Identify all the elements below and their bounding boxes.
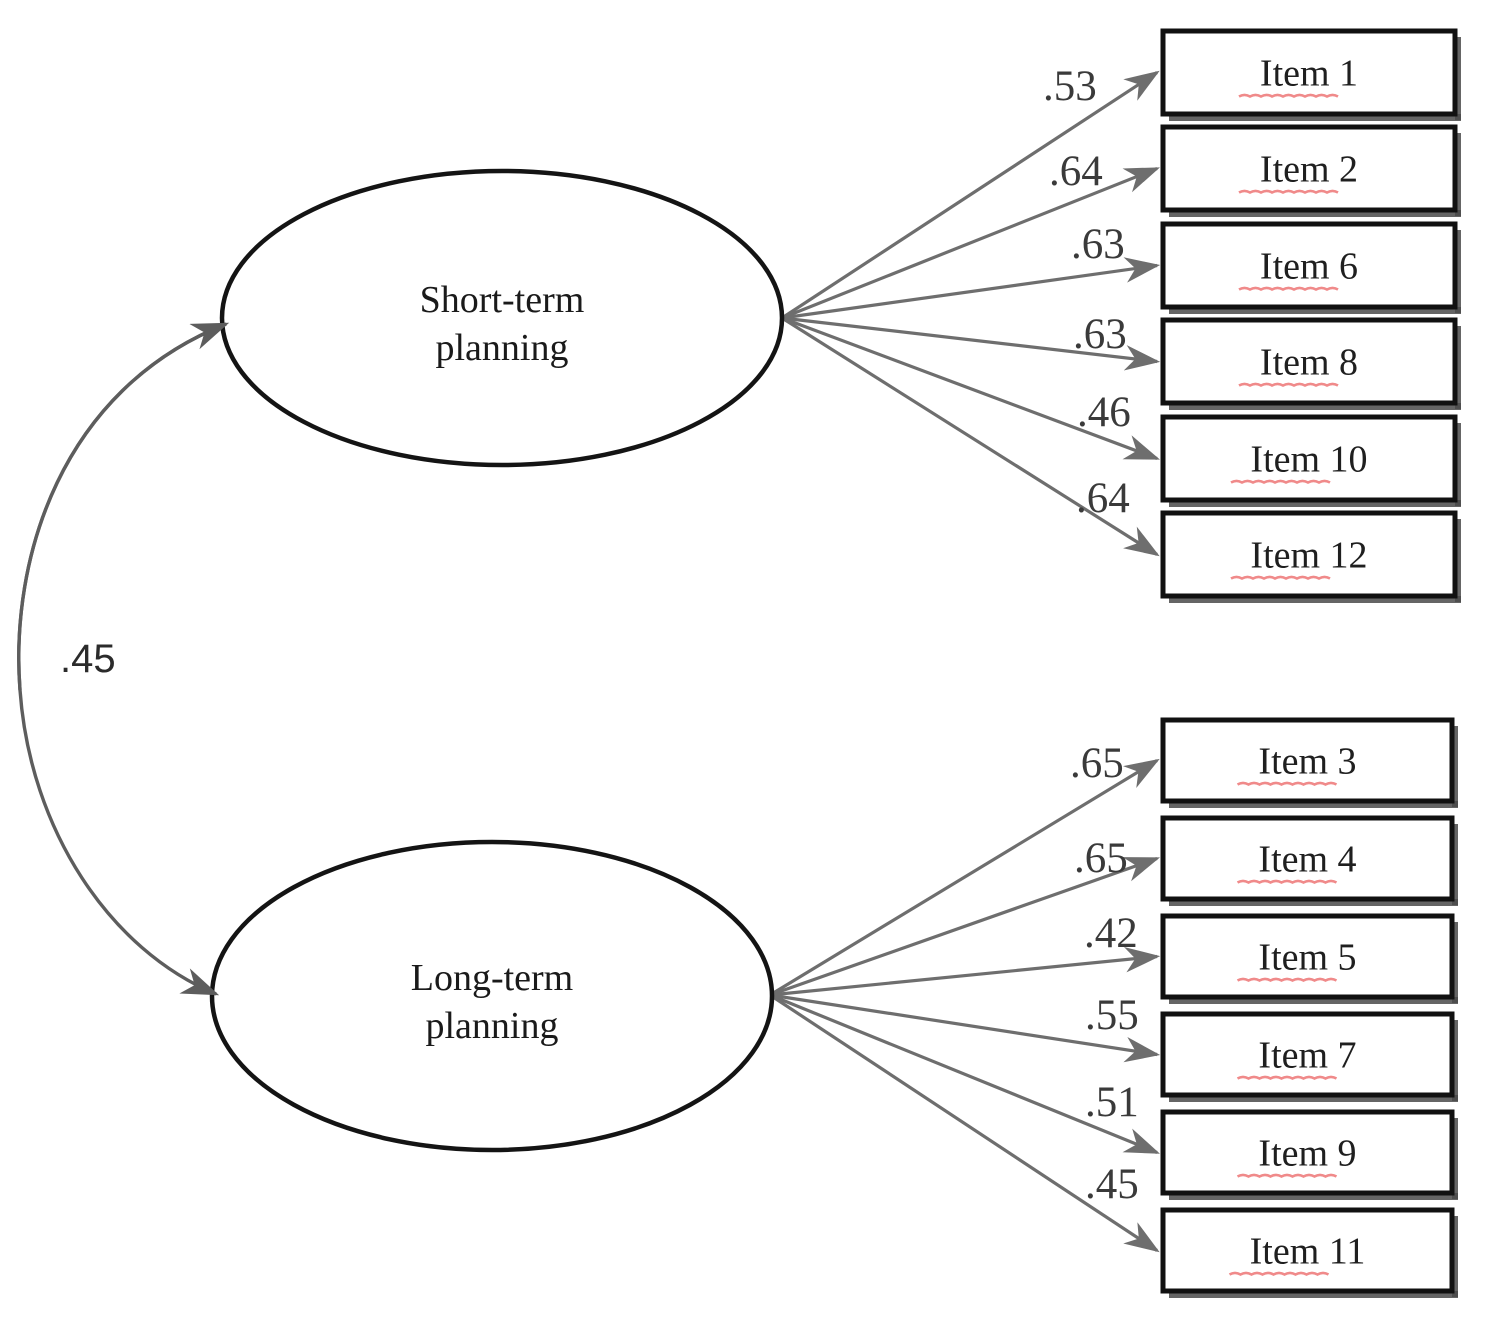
item-box-shadow <box>1169 307 1461 314</box>
factor-label-line1: Short-term <box>420 279 585 321</box>
indicator-box[interactable] <box>1160 510 1458 599</box>
item-box-shadow <box>1169 500 1461 507</box>
factor-label-line2: planning <box>426 1005 559 1047</box>
loading-arrow[interactable] <box>769 993 1160 1154</box>
indicator-label: Item 12 <box>1250 535 1367 577</box>
loading-arrow[interactable] <box>769 993 1161 1063</box>
indicator-label: Item 2 <box>1260 149 1358 191</box>
indicator-label: Item 3 <box>1258 741 1356 783</box>
spellcheck-squiggle <box>1238 382 1339 388</box>
spellcheck-squiggle <box>1228 1271 1330 1277</box>
loading-arrow[interactable] <box>781 316 1160 557</box>
item-box-shadow <box>1452 726 1458 807</box>
loading-value: .64 <box>1076 475 1130 522</box>
factor-correlation[interactable]: .45 <box>17 322 230 996</box>
correlation-arc-upper-half[interactable] <box>17 322 230 691</box>
loading-value: .55 <box>1085 992 1139 1039</box>
item-box-shadow <box>1452 824 1458 905</box>
indicator-label: Item 6 <box>1260 246 1358 288</box>
item-box-shadow <box>1169 596 1461 603</box>
correlation-value: .45 <box>60 637 116 681</box>
indicator-box[interactable] <box>1160 317 1458 406</box>
indicator-label: Item 9 <box>1258 1133 1356 1175</box>
item-box-shadow <box>1455 519 1461 602</box>
factor-long-term[interactable]: Long-term planning <box>209 839 775 1153</box>
spellcheck-squiggle <box>1238 189 1339 195</box>
factor-ellipse[interactable] <box>219 168 785 468</box>
indicator-label: Item 11 <box>1250 1231 1366 1273</box>
loading-arrow[interactable] <box>781 316 1161 371</box>
spellcheck-squiggle <box>1230 479 1331 485</box>
loading-value: .46 <box>1077 389 1131 436</box>
indicator-label: Item 4 <box>1258 839 1356 881</box>
indicator-label: Item 7 <box>1258 1035 1356 1077</box>
indicator-box[interactable] <box>1160 124 1458 213</box>
item-box-shadow <box>1455 326 1461 409</box>
spellcheck-squiggle <box>1236 977 1338 983</box>
correlation-arc-lower-half[interactable] <box>17 322 227 996</box>
spellcheck-squiggle <box>1236 1173 1338 1179</box>
indicator-box[interactable] <box>1160 221 1458 310</box>
loading-value: .63 <box>1073 311 1127 358</box>
spellcheck-squiggle <box>1236 781 1338 787</box>
spellcheck-squiggle <box>1238 286 1339 292</box>
item-box-shadow <box>1169 1095 1458 1102</box>
factor-ellipse[interactable] <box>209 839 775 1153</box>
item-box-shadow <box>1452 922 1458 1003</box>
item-box-shadow <box>1169 114 1461 121</box>
loading-value: .42 <box>1084 910 1138 957</box>
item-box-shadow <box>1169 899 1458 906</box>
spellcheck-squiggle <box>1236 879 1338 885</box>
indicator-label: Item 1 <box>1260 53 1358 95</box>
item-box-shadow <box>1169 403 1461 410</box>
item-box-shadow <box>1452 1020 1458 1101</box>
item-box-shadow <box>1455 37 1461 120</box>
item-box-shadow <box>1455 133 1461 216</box>
loading-value: .51 <box>1085 1079 1139 1126</box>
item-box-shadow <box>1169 210 1461 217</box>
loading-value: .65 <box>1074 835 1128 882</box>
indicator-box[interactable] <box>1160 1011 1455 1098</box>
item-box-shadow <box>1169 997 1458 1004</box>
item-box-shadow <box>1452 1216 1458 1297</box>
indicator-box[interactable] <box>1160 414 1458 503</box>
loading-value: .45 <box>1085 1161 1139 1208</box>
loading-value: .64 <box>1049 148 1103 195</box>
spellcheck-squiggle <box>1236 1075 1338 1081</box>
indicator-label: Item 10 <box>1250 439 1367 481</box>
spellcheck-squiggle <box>1238 93 1339 99</box>
loading-arrow[interactable] <box>769 993 1160 1253</box>
loading-arrow[interactable] <box>781 257 1161 320</box>
loading-value: .53 <box>1043 63 1097 110</box>
indicator-box[interactable] <box>1160 815 1455 902</box>
indicator-box[interactable] <box>1160 28 1458 117</box>
loading-value: .63 <box>1071 221 1125 268</box>
item-box-shadow <box>1169 801 1458 808</box>
factor-label-line2: planning <box>436 327 569 369</box>
loading-arrow[interactable] <box>769 946 1161 997</box>
indicator-box[interactable] <box>1160 1207 1455 1294</box>
loading-arrow[interactable] <box>781 316 1160 460</box>
loading-arrow[interactable] <box>769 856 1161 997</box>
item-box-shadow <box>1452 1118 1458 1199</box>
loading-arrow[interactable] <box>781 167 1160 320</box>
loading-arrow[interactable] <box>781 70 1160 320</box>
indicator-box[interactable] <box>1160 1109 1455 1196</box>
factor-short-term[interactable]: Short-term planning <box>219 168 785 468</box>
factor-label-line1: Long-term <box>411 957 574 999</box>
loading-arrow[interactable] <box>769 758 1160 997</box>
indicator-label: Item 5 <box>1258 937 1356 979</box>
indicator-label: Item 8 <box>1260 342 1358 384</box>
loading-value: .65 <box>1070 740 1124 787</box>
indicator-box[interactable] <box>1160 717 1455 804</box>
spellcheck-squiggle <box>1230 575 1331 581</box>
item-box-shadow <box>1455 423 1461 506</box>
item-box-shadow <box>1455 230 1461 313</box>
item-box-shadow <box>1169 1291 1458 1298</box>
item-box-shadow <box>1169 1193 1458 1200</box>
indicator-box[interactable] <box>1160 913 1455 1000</box>
